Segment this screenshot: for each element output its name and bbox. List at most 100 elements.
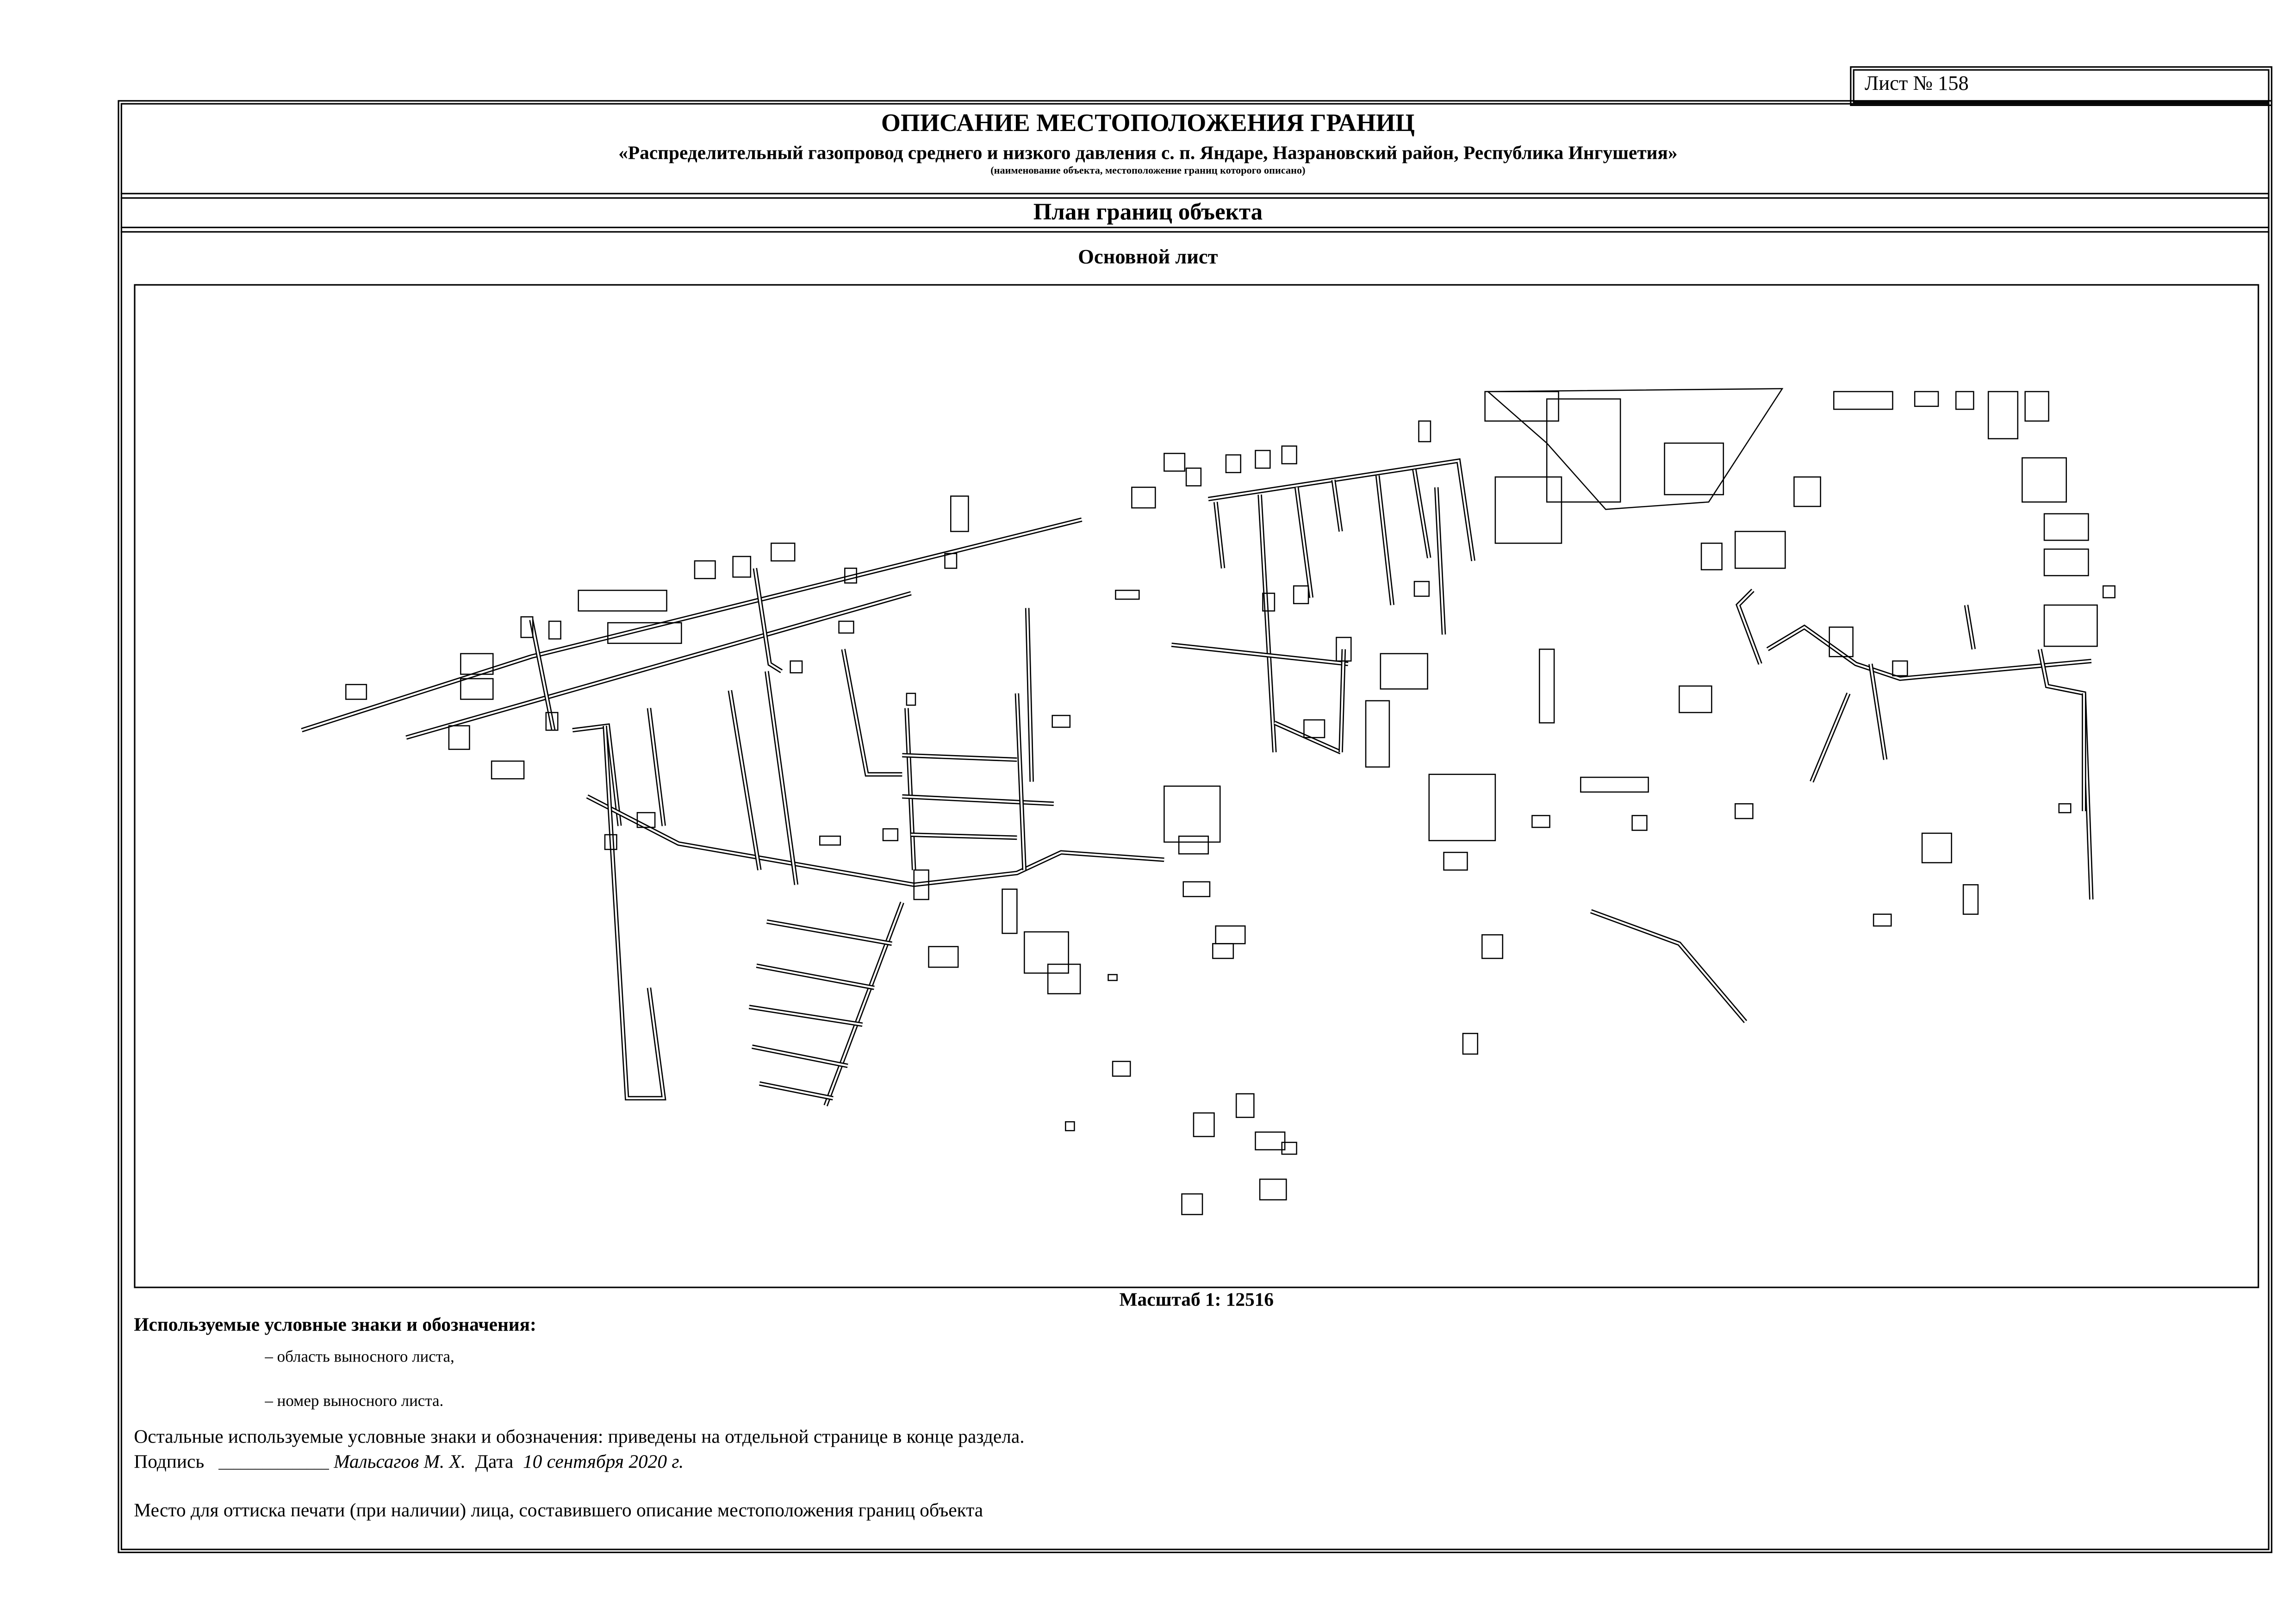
road-line <box>1214 502 1224 568</box>
parcel-outline <box>1212 943 1234 959</box>
parcel-outline <box>1193 1112 1215 1137</box>
parcel-outline <box>2102 585 2116 599</box>
parcel-outline <box>1531 815 1550 828</box>
parcel-outline <box>2043 513 2089 541</box>
parcel-outline <box>1418 420 1431 443</box>
parcel-outline <box>1914 391 1939 407</box>
signature-line: _______________ <box>218 1456 329 1472</box>
parcel-outline <box>1413 581 1430 597</box>
parcel-outline <box>460 678 494 700</box>
parcel-outline <box>1181 1193 1203 1215</box>
parcel-outline <box>448 725 470 750</box>
road-line <box>1811 693 1849 782</box>
parcel-outline <box>1262 593 1276 612</box>
road-line <box>604 725 665 1099</box>
parcel-outline <box>1185 467 1202 487</box>
stamp-note: Место для оттиска печати (при наличии) л… <box>134 1499 983 1521</box>
parcel-outline <box>1987 391 2019 439</box>
parcel-outline <box>1428 774 1496 842</box>
parcel-outline <box>1235 1093 1255 1118</box>
parcel-outline <box>1700 543 1723 570</box>
parcel-outline <box>950 495 969 532</box>
parcel-outline <box>1259 1178 1287 1200</box>
parcel-outline <box>1793 476 1821 507</box>
parcel-outline <box>1539 649 1555 724</box>
road-line <box>1767 626 2091 680</box>
legend-other: Остальные используемые условные знаки и … <box>134 1425 1025 1447</box>
sheet-number-box <box>1850 66 2272 106</box>
road-line <box>1259 494 1276 753</box>
parcel-outline <box>1164 453 1186 472</box>
parcel-outline <box>1955 391 1974 410</box>
parcel-outline <box>944 553 958 569</box>
parcel-outline <box>1336 637 1352 662</box>
road-line <box>841 649 902 777</box>
road-line <box>1026 608 1033 782</box>
parcel-outline <box>2022 457 2067 503</box>
road-line <box>1435 487 1445 635</box>
parcel-outline <box>1303 719 1325 738</box>
road-line <box>1208 458 1475 562</box>
road-line <box>749 1006 863 1026</box>
sheet-type: Основной лист <box>1078 247 1218 269</box>
parcel-outline <box>578 589 667 612</box>
object-note: (наименование объекта, местоположение гр… <box>990 165 1306 177</box>
parcel-outline <box>1481 934 1504 959</box>
parcel-outline <box>1892 660 1908 676</box>
road-line <box>301 518 1082 731</box>
road-line <box>1171 643 1349 665</box>
legend-item-number: – номер выносного листа. <box>265 1393 444 1411</box>
parcel-outline <box>790 660 803 674</box>
signer-name: Мальсагов М. Х. <box>334 1450 466 1472</box>
parcel-outline <box>1047 963 1081 994</box>
document-frame <box>118 100 2272 1553</box>
legend-heading: Используемые условные знаки и обозначени… <box>134 1313 536 1336</box>
parcel-outline <box>771 543 796 562</box>
signature-label: Подпись <box>134 1450 205 1472</box>
legend-item-area: – область выносного листа, <box>265 1348 454 1367</box>
road-line <box>572 725 621 826</box>
parcel-outline <box>1484 391 1559 422</box>
road-line <box>1295 487 1313 598</box>
parcel-outline <box>1546 398 1621 503</box>
road-line <box>1590 910 1747 1023</box>
parcel-outline <box>1734 803 1754 819</box>
parcel-outline <box>1255 450 1271 469</box>
parcel-outline <box>1679 685 1712 713</box>
road-line <box>1965 605 1975 650</box>
road-line <box>825 902 903 1106</box>
parcel-outline <box>1962 884 1979 915</box>
road-line <box>1376 475 1394 606</box>
road-line <box>752 1045 848 1067</box>
parcel-outline <box>1380 653 1428 690</box>
parcel-outline <box>906 693 916 706</box>
parcel-outline <box>732 556 752 578</box>
parcel-outline <box>1115 589 1140 600</box>
road-line <box>765 671 797 885</box>
parcel-outline <box>1182 881 1211 897</box>
parcel-outline <box>1734 531 1786 569</box>
date-label: Дата <box>475 1450 514 1472</box>
parcel-outline <box>694 560 716 580</box>
parcel-outline <box>1486 388 1784 510</box>
parcel-outline <box>460 653 494 675</box>
parcel-outline <box>1921 832 1952 863</box>
parcel-outline <box>1065 1121 1075 1131</box>
parcel-outline <box>491 760 525 780</box>
boundary-plan-map <box>134 284 2259 1288</box>
parcel-outline <box>1281 1142 1297 1155</box>
parcel-outline <box>1024 931 1069 974</box>
road-line <box>905 708 915 870</box>
parcel-outline <box>1178 835 1209 855</box>
parcel-outline <box>1225 454 1242 474</box>
parcel-outline <box>913 869 929 900</box>
road-line <box>754 568 782 672</box>
parcel-outline <box>1112 1061 1131 1077</box>
road-line <box>1413 469 1430 558</box>
parcel-outline <box>607 622 682 644</box>
parcel-outline <box>1255 1131 1286 1150</box>
parcel-outline <box>520 616 534 638</box>
road-line <box>1339 649 1345 753</box>
road-line <box>902 754 1017 761</box>
